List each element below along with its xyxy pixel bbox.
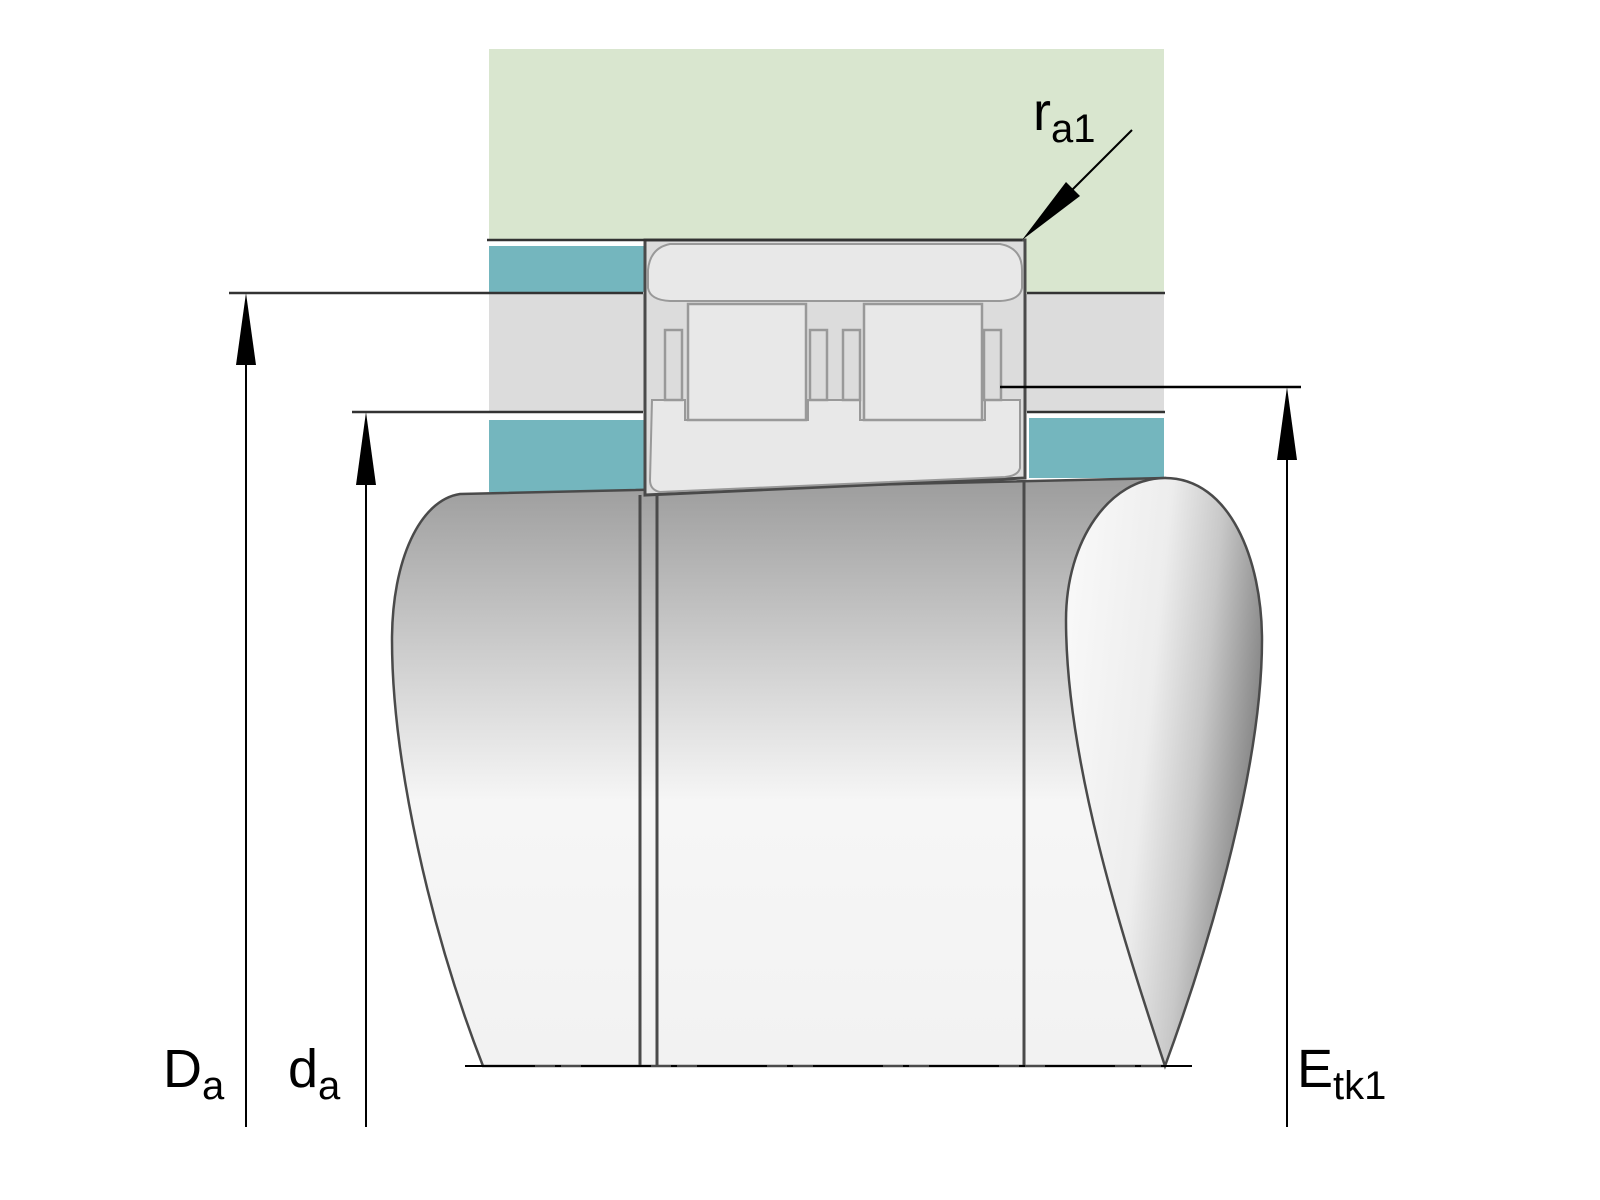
ring-right — [1026, 294, 1164, 412]
label-da: da — [288, 1039, 341, 1108]
shaft — [390, 476, 1167, 1068]
arrowhead-icon — [1277, 387, 1297, 460]
label-Da: Da — [163, 1039, 225, 1108]
spacer-right-bottom — [1029, 418, 1164, 478]
spacer-left-top — [489, 246, 644, 292]
label-Etk1: Etk1 — [1297, 1039, 1386, 1108]
spacer-left-bottom — [489, 420, 644, 492]
housing-right-shoulder — [1026, 240, 1164, 293]
arrowhead-icon — [236, 293, 256, 365]
dimension-ra1 — [1022, 129, 1133, 240]
label-ra1: ra1 — [1033, 82, 1095, 151]
arrowhead-icon — [356, 412, 376, 485]
arrowhead-icon — [1022, 182, 1080, 240]
ring-left — [489, 294, 644, 412]
dimension-da — [356, 412, 376, 1127]
dimension-Da — [236, 293, 256, 1127]
reference-lines — [229, 238, 1301, 414]
dimension-Etk1 — [1277, 387, 1297, 1127]
bearing — [643, 238, 1027, 497]
